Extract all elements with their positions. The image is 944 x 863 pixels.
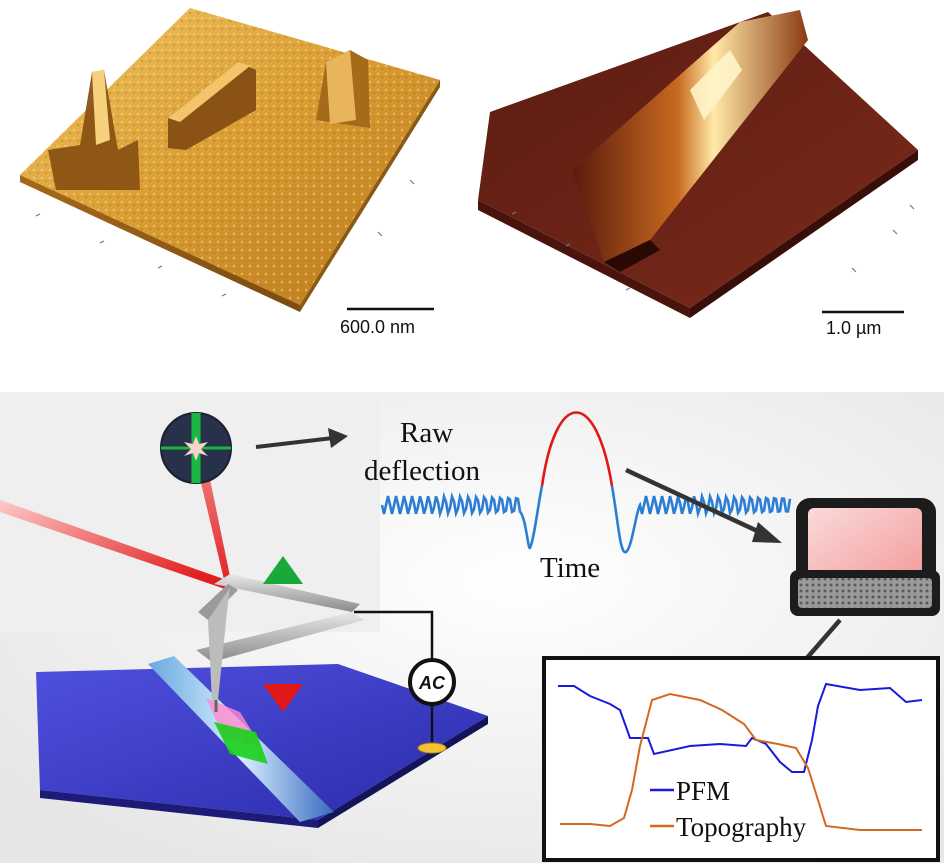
photodetector-icon xyxy=(160,412,232,484)
laser-beam-incident xyxy=(0,500,232,590)
inset-plot-lines xyxy=(558,682,923,831)
raw-deflection-label-line1: Raw xyxy=(400,417,453,449)
afm-left-feature-spike xyxy=(48,70,140,190)
arrow-signal-to-computer xyxy=(625,467,782,543)
afm-image-right: 1.0 µm xyxy=(478,10,918,338)
arrow-detector-to-signal xyxy=(255,428,348,449)
oscillation-arrow xyxy=(263,556,303,712)
afm-left-feature-spike-highlight xyxy=(92,70,110,145)
afm-left-scale-label: 600.0 nm xyxy=(340,317,415,337)
afm-left-feature-wall-top xyxy=(168,62,250,122)
afm-right-side-right xyxy=(690,150,918,318)
pfm-schematic: Raw deflection Time xyxy=(0,392,944,863)
afm-right-scale-label: 1.0 µm xyxy=(826,318,881,338)
afm-right-ridge-shadow xyxy=(604,240,660,272)
computer-icon xyxy=(790,498,940,616)
afm-right-ridge xyxy=(572,10,808,262)
waveform-peak-segment xyxy=(540,411,614,487)
waveform-right-segment xyxy=(610,485,792,554)
afm-image-left: 600.0 nm xyxy=(20,8,440,337)
afm-left-feature-pillar-highlight xyxy=(326,50,356,124)
ac-source-label: AC xyxy=(418,673,446,693)
topography-curve xyxy=(560,692,922,831)
afm-left-feature-wall xyxy=(168,62,256,150)
ac-source-icon: AC xyxy=(408,658,456,706)
afm-right-axis-ticks xyxy=(511,204,915,291)
oscillation-arrow-down-head xyxy=(263,684,303,712)
cantilever xyxy=(196,574,364,712)
time-axis-label: Time xyxy=(540,552,600,584)
laser-beam-reflected xyxy=(196,460,232,588)
afm-left-side-front xyxy=(20,175,300,312)
ac-circuit xyxy=(354,610,447,754)
oscillation-arrow-up-head xyxy=(263,556,303,584)
inset-legend: PFM Topography xyxy=(650,776,807,842)
afm-right-side-front xyxy=(478,200,690,318)
afm-right-ridge-highlight xyxy=(690,50,742,120)
sample-surface xyxy=(36,656,488,828)
afm-left-axis-ticks xyxy=(35,179,415,297)
raw-deflection-waveform xyxy=(380,411,792,554)
inset-plot: PFM Topography xyxy=(542,656,940,862)
legend-topography-label: Topography xyxy=(676,812,807,842)
waveform-left-segment xyxy=(380,485,544,550)
afm-left-side-right xyxy=(300,80,440,312)
legend-pfm-label: PFM xyxy=(676,776,730,806)
raw-deflection-label-line2: deflection xyxy=(364,455,480,487)
pfm-curve xyxy=(558,682,923,773)
